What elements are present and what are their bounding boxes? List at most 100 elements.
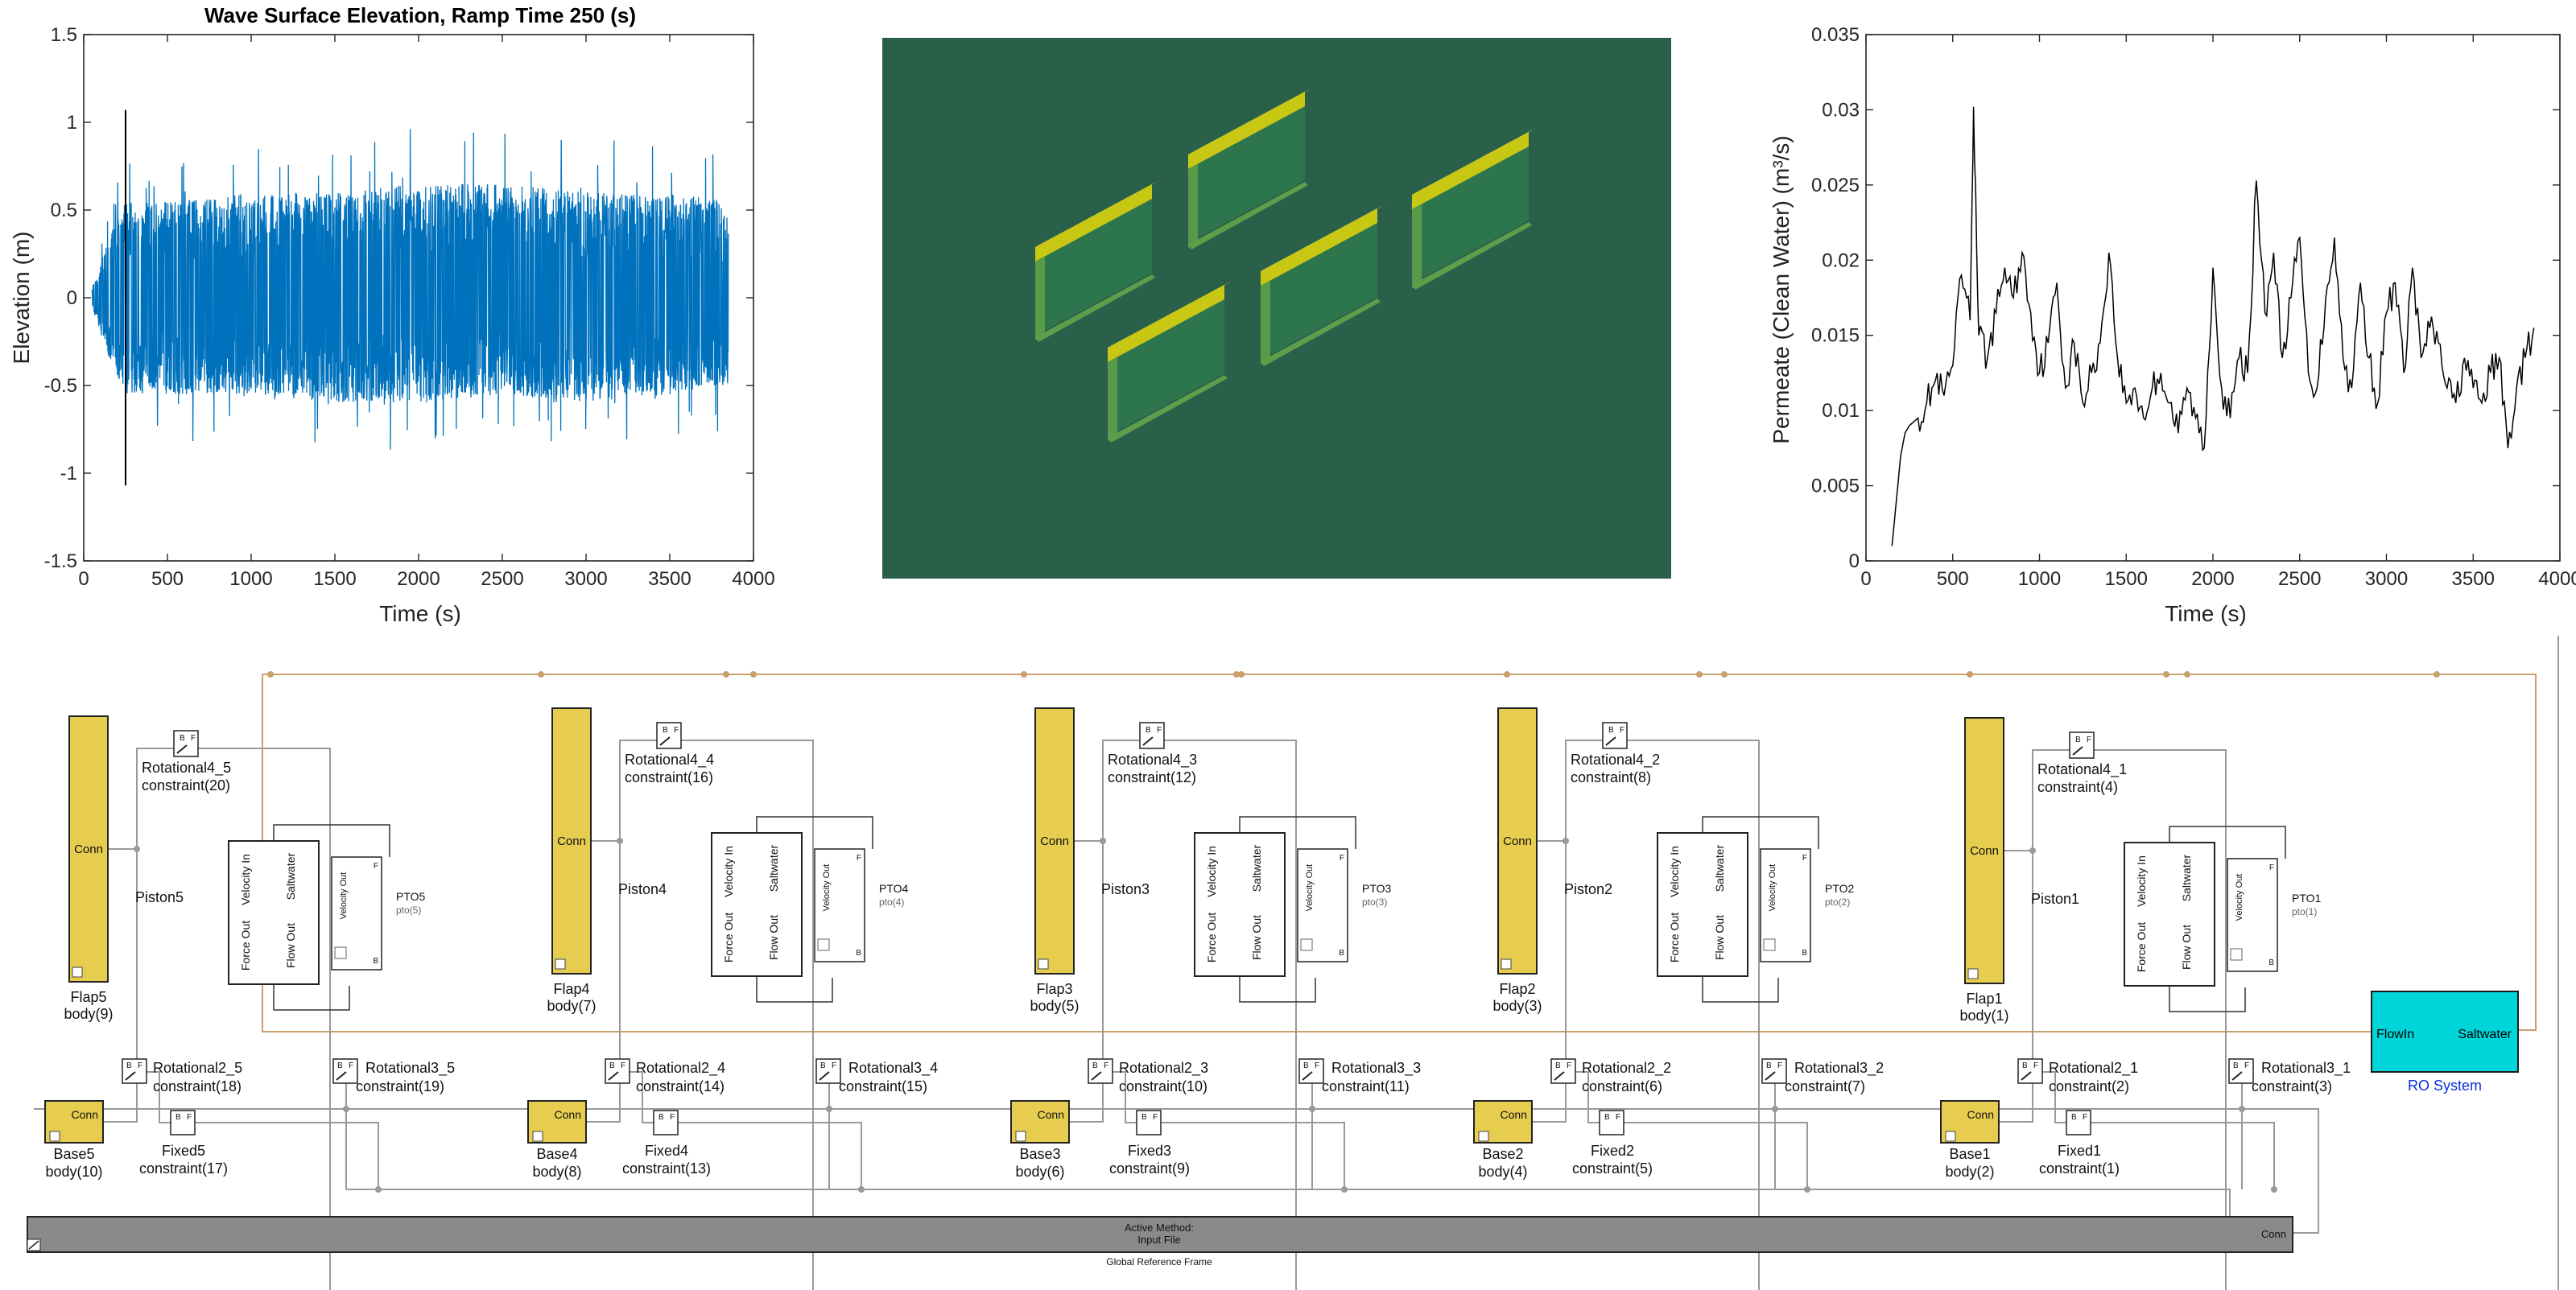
flap-block-4[interactable]: Conn bbox=[551, 707, 592, 975]
flap-top-edge bbox=[1261, 208, 1377, 286]
base-block[interactable]: Conn bbox=[1473, 1100, 1533, 1144]
flap-side bbox=[1412, 204, 1422, 288]
x-tick-label: 4000 bbox=[732, 568, 774, 590]
base-label: Base5 bbox=[53, 1146, 94, 1162]
pto-icon bbox=[2230, 948, 2243, 961]
flap-block-2[interactable]: Conn bbox=[1497, 707, 1538, 975]
pto-body bbox=[331, 856, 382, 971]
pto-label: PTO4 bbox=[879, 882, 909, 895]
joint-base-port: B bbox=[1146, 726, 1151, 735]
rot2-line bbox=[1113, 1071, 1137, 1123]
flap-body-index: body(5) bbox=[1030, 998, 1079, 1014]
pto-velocity-out-port: Velocity Out bbox=[339, 872, 349, 920]
base-label: Base3 bbox=[1019, 1146, 1060, 1162]
x-tick-label: 3000 bbox=[564, 568, 607, 590]
joint-follower-port: F bbox=[1567, 1061, 1571, 1070]
joint-base-port: B bbox=[180, 734, 185, 743]
flap-face bbox=[1108, 299, 1224, 436]
base-conn-port: Conn bbox=[72, 1108, 98, 1121]
joint-base-port: B bbox=[663, 726, 668, 735]
rotational3-label: Rotational3_2 bbox=[1794, 1060, 1884, 1077]
base-block[interactable]: Conn bbox=[1940, 1100, 2000, 1144]
saltwater-port: Saltwater bbox=[1250, 844, 1263, 892]
flap-label: Flap1 bbox=[1966, 991, 2002, 1007]
flap-conn-port: Conn bbox=[1040, 835, 1069, 848]
rotational4-constraint: constraint(4) bbox=[2037, 779, 2118, 795]
flap-body-rect bbox=[551, 707, 592, 975]
flap-top-edge bbox=[1188, 92, 1305, 169]
rotational3-label: Rotational3_1 bbox=[2261, 1060, 2351, 1077]
joint-base-port: B bbox=[1092, 1061, 1098, 1070]
input-file-label: Input File bbox=[1137, 1234, 1180, 1246]
base-body-index: body(2) bbox=[1945, 1164, 1994, 1180]
joint-base-port: B bbox=[1141, 1113, 1147, 1122]
junction-dot bbox=[858, 1186, 865, 1193]
joint-follower-port: F bbox=[2087, 736, 2091, 744]
rot4-follower-line bbox=[198, 748, 331, 1290]
flap-block-5[interactable]: Conn bbox=[68, 715, 109, 983]
joint-box bbox=[173, 730, 199, 757]
junction-dot bbox=[2434, 671, 2440, 678]
flap-block-1[interactable]: Conn bbox=[1964, 717, 2004, 984]
velocity-feedback bbox=[1239, 816, 1356, 849]
flap-block-3[interactable]: Conn bbox=[1034, 707, 1075, 975]
joint-follower-port: F bbox=[138, 1061, 142, 1070]
junction-dot bbox=[343, 1106, 349, 1112]
base-block[interactable]: Conn bbox=[527, 1100, 587, 1144]
base-block[interactable]: Conn bbox=[44, 1100, 104, 1144]
joint-base-port: B bbox=[337, 1061, 343, 1070]
base-block[interactable]: Conn bbox=[1010, 1100, 1070, 1144]
joint-follower-port: F bbox=[1153, 1113, 1158, 1122]
y-tick-label: 0.025 bbox=[1811, 175, 1860, 196]
flap-conn-port: Conn bbox=[557, 835, 586, 848]
wave-elevation-chart: Wave Surface Elevation, Ramp Time 250 (s… bbox=[9, 3, 775, 626]
pto-label: PTO3 bbox=[1362, 882, 1392, 895]
junction-dot bbox=[617, 838, 623, 844]
rot4-follower-line bbox=[681, 740, 814, 1290]
rotational4-label: Rotational4_1 bbox=[2037, 761, 2127, 778]
junction-dot bbox=[1967, 671, 1973, 678]
flap-body-rect bbox=[1034, 707, 1075, 975]
global-reference-frame-block[interactable]: Active Method: Input File Conn bbox=[27, 1216, 2293, 1253]
flow-out-port: Flow Out bbox=[2180, 925, 2193, 970]
global-reference-frame-label: Global Reference Frame bbox=[1106, 1256, 1212, 1267]
joint-base-port: B bbox=[1608, 726, 1614, 735]
junction-dot bbox=[1100, 838, 1106, 844]
joint-follower-port: F bbox=[187, 1113, 192, 1122]
fixed-constraint: constraint(17) bbox=[139, 1160, 228, 1177]
y-tick-label: 0.02 bbox=[1822, 249, 1860, 271]
velocity-feedback bbox=[2169, 826, 2286, 859]
ro-system-block[interactable]: FlowIn Saltwater bbox=[2371, 991, 2519, 1073]
